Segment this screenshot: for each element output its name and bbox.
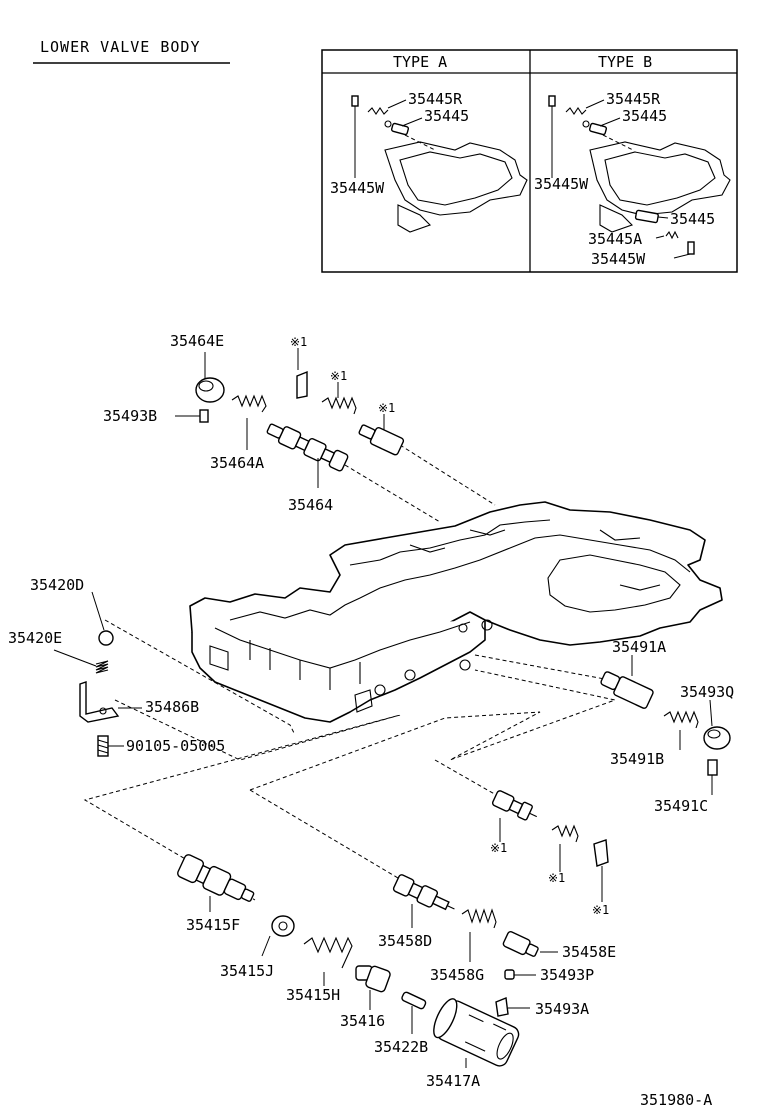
retainer-35493P	[504, 969, 515, 980]
valve-group-lower-middle: 35458D 35458G 35458E 35493P 35493A 35422…	[374, 874, 616, 1090]
valve-35458D	[392, 874, 455, 911]
ball-35420D	[98, 630, 114, 646]
note1-valve-upper	[358, 424, 405, 456]
label-35493Q: 35493Q	[680, 683, 734, 701]
note1-retainer-upper	[296, 348, 308, 399]
valve-group-upper: 35464E 35493B 35464A 35464 ※1 ※1	[103, 332, 405, 514]
spring-35464A	[231, 394, 267, 413]
bolt-90105-05005	[97, 735, 124, 757]
type-a-label-35445: 35445	[424, 107, 469, 125]
label-35458D: 35458D	[378, 932, 432, 950]
type-a-label-35445W: 35445W	[330, 179, 385, 197]
diagram-title: LOWER VALVE BODY	[40, 38, 201, 56]
type-b-label-35445R: 35445R	[606, 90, 661, 108]
label-35416: 35416	[340, 1012, 385, 1030]
valve-35464	[266, 423, 349, 472]
label-35493B: 35493B	[103, 407, 157, 425]
plug-35493Q	[703, 726, 731, 750]
label-35415H: 35415H	[286, 986, 340, 1004]
lower-valve-body	[189, 501, 723, 723]
label-35415F: 35415F	[186, 916, 240, 934]
type-a-panel: 35445R 35445 35445W	[330, 90, 528, 233]
washer-35415J	[271, 915, 295, 937]
valve-35491A	[600, 671, 654, 709]
note1-retainer-middle	[593, 839, 609, 867]
type-b-label-35445W-lower: 35445W	[591, 250, 646, 268]
valve-group-right: 35491A 35491B 35493Q 35491C	[600, 638, 734, 815]
label-35464: 35464	[288, 496, 333, 514]
pin-35422B	[401, 991, 427, 1010]
assembly-guide-lines	[83, 444, 617, 901]
note1-spring-middle	[551, 824, 579, 843]
retainer-35493B	[199, 409, 209, 423]
label-35422B: 35422B	[374, 1038, 428, 1056]
type-b-label-35445W: 35445W	[534, 175, 589, 193]
label-35493P: 35493P	[540, 966, 594, 984]
type-b-label-35445: 35445	[622, 107, 667, 125]
type-variant-box: TYPE A TYPE B 35445R 35445 35445W	[321, 49, 738, 273]
type-b-label-35445-lower: 35445	[670, 210, 715, 228]
note1-marker-e: ※1	[548, 871, 565, 885]
label-35417A: 35417A	[426, 1072, 480, 1090]
type-a-label-35445R: 35445R	[408, 90, 463, 108]
figure-number: 351980-A	[640, 1091, 712, 1109]
note1-marker-c: ※1	[378, 401, 395, 415]
retainer-35491C	[707, 759, 718, 776]
accumulator-group-left: 35420D 35420E 35486B 90105-05005	[8, 576, 225, 757]
label-35415J: 35415J	[220, 962, 274, 980]
bracket-35486B	[79, 681, 120, 723]
spring-35491B	[663, 710, 699, 729]
type-b-panel: 35445R 35445 35445W 35445 35445A 35445W	[534, 90, 731, 268]
note1-marker-a: ※1	[290, 335, 307, 349]
label-35458E: 35458E	[562, 943, 616, 961]
plug-35458E	[502, 931, 539, 957]
label-35491C: 35491C	[654, 797, 708, 815]
spring-35415H	[303, 936, 353, 969]
label-35491A: 35491A	[612, 638, 666, 656]
spring-35420E	[95, 660, 109, 674]
label-35420E: 35420E	[8, 629, 62, 647]
note1-marker-f: ※1	[592, 903, 609, 917]
type-b-label-35445A: 35445A	[588, 230, 642, 248]
label-35491B: 35491B	[610, 750, 664, 768]
label-35486B: 35486B	[145, 698, 199, 716]
note1-marker-d: ※1	[490, 841, 507, 855]
label-35458G: 35458G	[430, 966, 484, 984]
valve-35415F	[177, 854, 255, 902]
spring-35458G	[461, 908, 497, 929]
type-a-header: TYPE A	[393, 53, 447, 71]
note1-group-middle: ※1 ※1 ※1	[490, 790, 609, 917]
plug-35464E	[195, 352, 225, 403]
label-35493A: 35493A	[535, 1000, 589, 1018]
type-b-header: TYPE B	[598, 53, 652, 71]
sleeve-35417A	[433, 998, 520, 1067]
label-35420D: 35420D	[30, 576, 84, 594]
note1-valve-middle	[491, 790, 537, 821]
label-35464A: 35464A	[210, 454, 264, 472]
label-90105-05005: 90105-05005	[126, 737, 225, 755]
valve-group-lower-left: 35415F 35415J 35415H 35416	[177, 854, 391, 1030]
note1-spring-upper	[321, 396, 357, 415]
retainer-35493A	[495, 997, 509, 1017]
note1-marker-b: ※1	[330, 369, 347, 383]
label-35464E: 35464E	[170, 332, 224, 350]
plug-35416	[355, 965, 391, 993]
